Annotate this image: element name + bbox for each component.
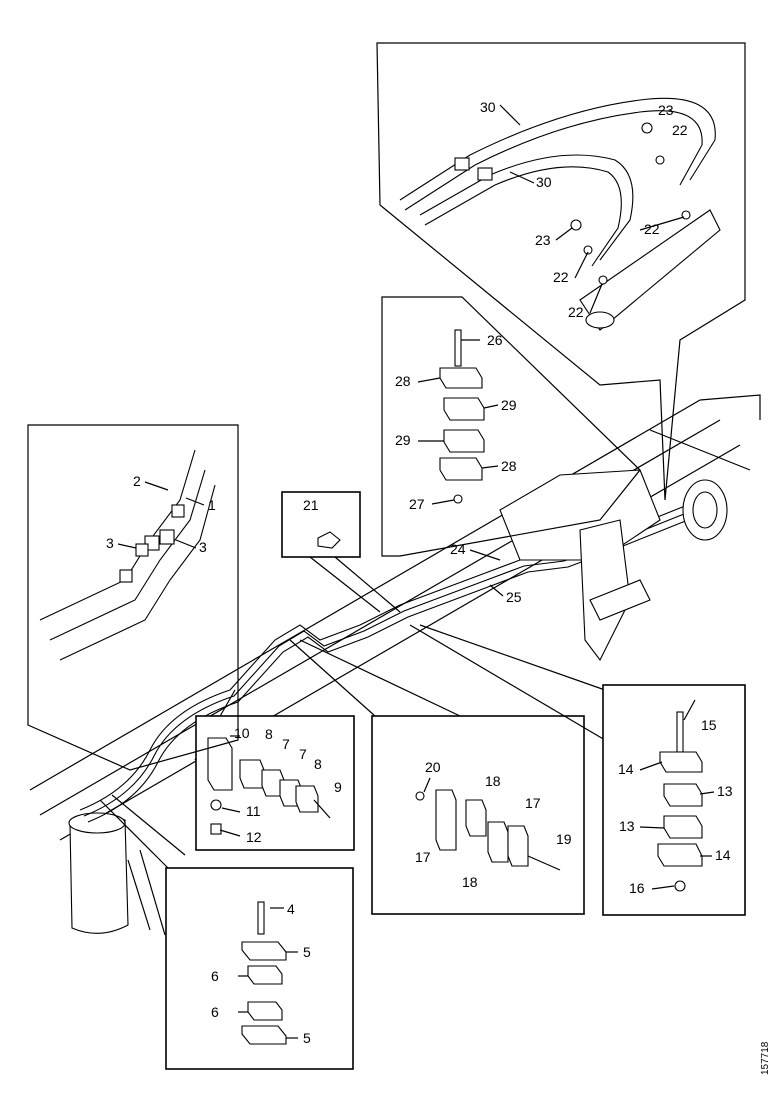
callout-6-top: 6 bbox=[211, 968, 219, 984]
callout-22-top: 22 bbox=[672, 122, 688, 138]
axle-assembly bbox=[499, 469, 728, 662]
air-tank bbox=[68, 812, 166, 936]
callout-26: 26 bbox=[487, 332, 503, 348]
callout-10: 10 bbox=[234, 725, 250, 741]
callout-15: 15 bbox=[701, 717, 717, 733]
inset-pipe-fitting bbox=[27, 424, 239, 771]
callout-29-left: 29 bbox=[395, 432, 411, 448]
inset-clip-assembly-e bbox=[381, 296, 641, 557]
inset-clip-assembly-d bbox=[409, 624, 746, 916]
leader-lines bbox=[117, 104, 715, 890]
callout-18-bottom: 18 bbox=[462, 874, 478, 890]
figure-number: 157718 bbox=[760, 1041, 771, 1075]
callout-3-right: 3 bbox=[199, 539, 207, 555]
callout-7-top: 7 bbox=[282, 736, 290, 752]
callout-1: 1 bbox=[208, 497, 216, 513]
callout-2: 2 bbox=[133, 473, 141, 489]
callout-28-bottom: 28 bbox=[501, 458, 517, 474]
callout-30-mid: 30 bbox=[536, 174, 552, 190]
brake-pipes bbox=[79, 499, 709, 823]
callout-4: 4 bbox=[287, 901, 295, 917]
callout-20: 20 bbox=[425, 759, 441, 775]
callout-22-mid: 22 bbox=[553, 269, 569, 285]
callout-24: 24 bbox=[450, 541, 466, 557]
callout-14-top: 14 bbox=[618, 761, 634, 777]
callout-21: 21 bbox=[303, 497, 319, 513]
callout-5-top: 5 bbox=[303, 944, 311, 960]
inset-clip-assembly-b bbox=[194, 689, 355, 851]
callout-3-left: 3 bbox=[106, 535, 114, 551]
callout-27: 27 bbox=[409, 496, 425, 512]
callout-23-top: 23 bbox=[658, 102, 674, 118]
callout-22-right: 22 bbox=[644, 221, 660, 237]
callout-17-right: 17 bbox=[525, 795, 541, 811]
inset-fitting-21 bbox=[281, 491, 401, 613]
callout-6-bottom: 6 bbox=[211, 1004, 219, 1020]
callout-7-mid: 7 bbox=[299, 746, 307, 762]
inset-clip-assembly-c bbox=[289, 639, 585, 915]
callout-22-bottom: 22 bbox=[568, 304, 584, 320]
callout-28-top: 28 bbox=[395, 373, 411, 389]
callout-8-right: 8 bbox=[314, 756, 322, 772]
callout-5-bottom: 5 bbox=[303, 1030, 311, 1046]
callout-9: 9 bbox=[334, 779, 342, 795]
callout-29-right: 29 bbox=[501, 397, 517, 413]
callout-11: 11 bbox=[246, 803, 261, 819]
callout-8-top: 8 bbox=[265, 726, 273, 742]
callout-25: 25 bbox=[506, 589, 522, 605]
callout-12: 12 bbox=[246, 829, 262, 845]
callout-13-left: 13 bbox=[619, 818, 635, 834]
callout-17-left: 17 bbox=[415, 849, 431, 865]
inset-flexible-hoses bbox=[376, 42, 746, 501]
callout-30-top: 30 bbox=[480, 99, 496, 115]
callout-19: 19 bbox=[556, 831, 572, 847]
callout-13-right: 13 bbox=[717, 783, 733, 799]
callout-labels: 1 2 3 3 4 5 5 6 6 10 8 7 7 8 9 11 12 20 … bbox=[106, 99, 733, 1046]
inset-clip-assembly-a bbox=[99, 794, 354, 1070]
callout-16: 16 bbox=[629, 880, 645, 896]
callout-18-top: 18 bbox=[485, 773, 501, 789]
callout-23-mid: 23 bbox=[535, 232, 551, 248]
callout-14-bottom: 14 bbox=[715, 847, 731, 863]
